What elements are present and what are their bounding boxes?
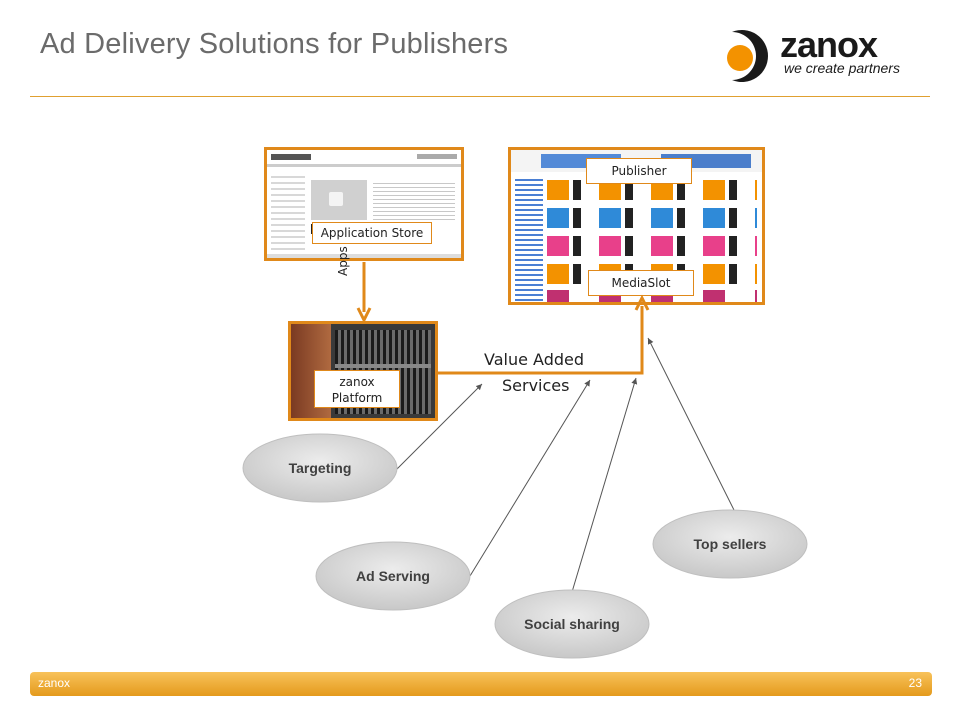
title-divider <box>30 96 930 97</box>
zanox-logo: zanox we create partners <box>722 24 922 82</box>
zanox-logo-mark-icon <box>727 30 768 82</box>
social-sharing-node: Social sharing <box>494 589 650 659</box>
value-added-label-line1: Value Added <box>484 350 584 369</box>
targeting-label: Targeting <box>289 460 352 476</box>
footer-company: zanox <box>38 676 71 690</box>
ad-serving-label: Ad Serving <box>356 568 430 584</box>
slide-title: Ad Delivery Solutions for Publishers <box>40 28 509 60</box>
publisher-label: Publisher <box>586 158 692 184</box>
page-number: 23 <box>908 676 922 690</box>
zanox-platform-label: zanox Platform <box>314 370 400 408</box>
footer-bar: zanox 23 <box>30 672 932 696</box>
social-sharing-label: Social sharing <box>524 616 620 632</box>
logo-tagline: we create partners <box>784 60 900 76</box>
top-sellers-label: Top sellers <box>694 536 767 552</box>
mediaslot-label: MediaSlot <box>588 270 694 296</box>
ad-serving-node: Ad Serving <box>315 541 471 611</box>
top-sellers-node: Top sellers <box>652 509 808 579</box>
zanox-platform-label-text: zanox Platform <box>331 375 383 405</box>
application-store-label: Application Store <box>312 222 432 244</box>
targeting-node: Targeting <box>242 433 398 503</box>
logo-wordmark: zanox <box>780 24 878 65</box>
value-added-label-line2: Services <box>502 376 570 395</box>
